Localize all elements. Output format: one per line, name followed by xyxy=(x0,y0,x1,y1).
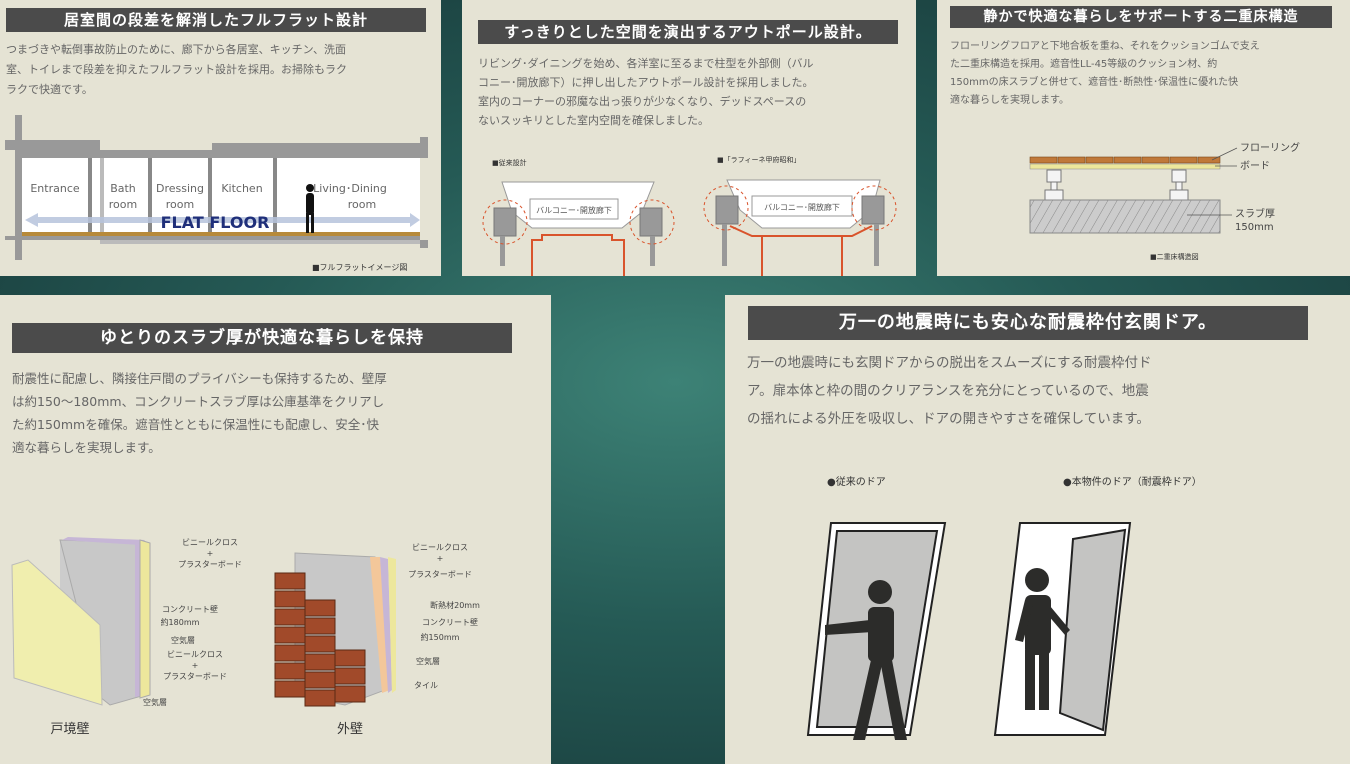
wall-label: 空気層 xyxy=(143,697,167,707)
panel-title: ゆとりのスラブ厚が快適な暮らしを保持 xyxy=(12,323,512,353)
balcony-label: バルコニー･開放廊下 xyxy=(536,205,612,215)
panel-body: 耐震性に配慮し、隣接住戸間のプライバシーも保持するため、壁厚 は約150～180… xyxy=(12,371,387,455)
wall-label: 約180mm xyxy=(161,617,200,627)
slab-thickness-label: 150mm xyxy=(1235,222,1274,233)
slab-label: スラブ厚 xyxy=(1235,207,1275,220)
flat-floor-label: FLAT FLOOR xyxy=(161,213,270,232)
panel-title: 居室間の段差を解消したフルフラット設計 xyxy=(6,8,426,32)
wall-label: 約150mm xyxy=(421,632,460,642)
panel-body: フローリングフロアと下地合板を重ね、それをクッションゴムで支え た二重床構造を採… xyxy=(950,41,1260,106)
panel-flat-floor: 居室間の段差を解消したフルフラット設計 つまづきや転倒事故防止のために、廊下から… xyxy=(0,0,441,276)
room-label: Entrance xyxy=(30,182,80,195)
wall-label: + xyxy=(437,554,444,563)
wall-label: 空気層 xyxy=(171,635,195,645)
wall-label: + xyxy=(192,661,199,670)
outer-wall-diagram xyxy=(274,552,396,707)
conventional-diagram: バルコニー･開放廊下 xyxy=(482,181,675,276)
room-label: room xyxy=(348,198,376,211)
outpole-diagrams: バルコニー･開放廊下 バルコニー･開放廊下 xyxy=(482,179,897,276)
flat-floor-diagram: Entrance Bath room Dressing room Kitchen… xyxy=(5,115,428,260)
room-label: Bath xyxy=(110,182,136,195)
outer-wall-name: 外壁 xyxy=(337,722,363,737)
outpole-diagram: バルコニー･開放廊下 xyxy=(703,179,897,276)
flooring-label: フローリング xyxy=(1240,141,1300,154)
wall-label: ビニールクロス xyxy=(167,650,223,659)
party-wall-name: 戸境壁 xyxy=(50,722,89,737)
wall-label: プラスターボード xyxy=(178,560,242,569)
door-diagrams xyxy=(806,522,1132,740)
panel-double-floor: 静かで快適な暮らしをサポートする二重床構造 フローリングフロアと下地合板を重ね、… xyxy=(937,0,1350,276)
wall-label: コンクリート壁 xyxy=(422,617,478,627)
balcony-label: バルコニー･開放廊下 xyxy=(764,202,840,212)
seismic-door-caption: ●本物件のドア（耐震枠ドア） xyxy=(1063,477,1202,488)
diagram-caption: ■フルフラットイメージ図 xyxy=(312,263,408,272)
wall-label: コンクリート壁 xyxy=(162,604,218,614)
panel-title: 静かで快適な暮らしをサポートする二重床構造 xyxy=(950,6,1332,28)
panel-body: リビング･ダイニングを始め、各洋室に至るまで柱型を外部側（バル コニー･開放廊下… xyxy=(478,57,814,127)
room-label: Living･Dining xyxy=(313,182,387,195)
panel-body: 万一の地震時にも玄関ドアからの脱出をスムーズにする耐震枠付ド ア。扉本体と枠の間… xyxy=(747,355,1152,427)
room-label: room xyxy=(166,198,194,211)
panel-door: 万一の地震時にも安心な耐震枠付玄関ドア。 万一の地震時にも玄関ドアからの脱出をス… xyxy=(725,295,1350,764)
wall-label: + xyxy=(207,549,214,558)
room-label: Kitchen xyxy=(221,182,262,195)
board-label: ボード xyxy=(1240,160,1270,172)
wall-label: 空気層 xyxy=(416,656,440,666)
panel-body: つまづきや転倒事故防止のために、廊下から各居室、キッチン、洗面 室、トイレまで段… xyxy=(6,43,347,96)
conventional-door-caption: ●従来のドア xyxy=(827,477,886,488)
person-silhouette-icon xyxy=(306,184,314,233)
wall-label: プラスターボード xyxy=(408,570,472,579)
panel-title: すっきりとした空間を演出するアウトポール設計。 xyxy=(478,20,898,44)
wall-label: ビニールクロス xyxy=(182,538,238,547)
conventional-door-icon xyxy=(806,522,947,740)
wall-label: プラスターボード xyxy=(163,672,227,681)
panel-slab: ゆとりのスラブ厚が快適な暮らしを保持 耐震性に配慮し、隣接住戸間のプライバシーも… xyxy=(0,295,551,764)
wall-labels: ビニールクロス + プラスターボード コンクリート壁 約180mm 空気層 ビニ… xyxy=(143,538,480,707)
panel-title: 万一の地震時にも安心な耐震枠付玄関ドア。 xyxy=(748,306,1308,340)
wall-diagrams: ビニールクロス + プラスターボード コンクリート壁 約180mm 空気層 ビニ… xyxy=(11,537,480,737)
conventional-caption: ■従来設計 xyxy=(492,159,527,167)
double-floor-diagram: フローリング ボード スラブ厚 150mm xyxy=(1029,141,1300,234)
room-labels: Entrance Bath room Dressing room Kitchen… xyxy=(30,182,387,211)
this-property-caption: ■「ラフィーネ甲府昭和」 xyxy=(717,156,801,164)
wall-label: ビニールクロス xyxy=(412,543,468,552)
party-wall-diagram xyxy=(11,537,151,706)
wall-label: 断熱材20mm xyxy=(430,600,480,610)
room-label: Dressing xyxy=(156,182,204,195)
diagram-caption: ■二重床構造図 xyxy=(1150,253,1199,261)
seismic-frame-door-icon xyxy=(993,522,1132,736)
wall-label: タイル xyxy=(414,681,438,690)
panel-outpole: すっきりとした空間を演出するアウトポール設計。 リビング･ダイニングを始め、各洋… xyxy=(462,0,916,276)
room-label: room xyxy=(109,198,137,211)
